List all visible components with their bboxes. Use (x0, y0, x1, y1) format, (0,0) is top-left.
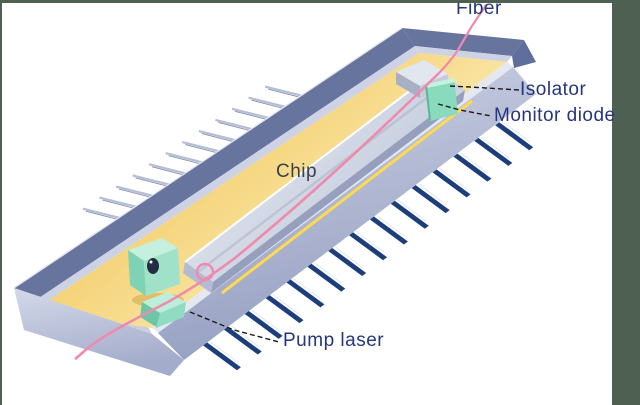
pin (390, 200, 429, 229)
package-rim-left (14, 28, 415, 306)
pin (231, 107, 269, 119)
package-wall-near (14, 288, 184, 376)
gold-track-line (221, 99, 473, 295)
pin (307, 263, 346, 292)
lens-block (128, 238, 180, 296)
pin (369, 216, 408, 245)
page-edge-top (0, 0, 640, 3)
chip-stripe (197, 79, 451, 273)
chip-right-face (211, 90, 465, 293)
pin (272, 293, 301, 316)
pin (480, 136, 510, 159)
monitor-diode-block (425, 78, 458, 121)
label-fiber: Fiber (456, 0, 502, 19)
isolator-leader-line (449, 85, 520, 91)
pin (439, 167, 468, 190)
pin (185, 144, 217, 154)
rim-edge-highlight (13, 27, 403, 289)
pin (313, 262, 343, 285)
pin (334, 246, 364, 269)
pin (152, 166, 184, 176)
pin (251, 99, 283, 109)
pin (251, 309, 281, 332)
pin (355, 230, 385, 253)
pin (460, 152, 489, 175)
pin (135, 177, 167, 187)
fiber-exit-top (436, 3, 488, 76)
monitor-diode-leader-line (437, 103, 492, 117)
pin (397, 199, 427, 222)
pin (495, 122, 534, 151)
label-isolator: Isolator (520, 79, 587, 100)
pin (202, 342, 241, 371)
fiber-path (64, 3, 488, 370)
pin (432, 169, 471, 198)
pin (148, 163, 186, 175)
pin (215, 118, 252, 130)
pin (293, 277, 322, 300)
pin (168, 155, 200, 165)
chip-shape (183, 69, 473, 295)
package-wall-right (158, 67, 536, 360)
pin (234, 110, 267, 120)
pins-right (202, 120, 534, 371)
pin (248, 96, 285, 108)
pin (201, 133, 233, 142)
pin (118, 188, 151, 198)
pin (453, 153, 492, 182)
pins-left (82, 85, 302, 220)
pin (198, 129, 236, 142)
pin (376, 215, 406, 238)
pin (474, 137, 513, 166)
pin (182, 141, 219, 153)
pin (501, 120, 531, 143)
package-far-corner (512, 40, 536, 68)
pin (132, 174, 169, 186)
inner-wall-far (415, 46, 512, 62)
pin (115, 185, 153, 197)
pin (268, 88, 300, 98)
page-edge-left (0, 0, 2, 405)
pin (82, 207, 120, 219)
pin (328, 247, 367, 276)
pin (85, 210, 117, 220)
pin (99, 196, 136, 208)
fiber-tip (64, 358, 76, 370)
pin (218, 121, 250, 131)
pin (418, 183, 448, 206)
pin (230, 325, 260, 348)
label-monitor-diode: Monitor diode (494, 105, 616, 126)
pin (102, 199, 134, 209)
chip-edge-highlight (184, 69, 438, 263)
label-pump-laser: Pump laser (283, 330, 385, 351)
fiber-loop (195, 262, 215, 282)
pin (244, 310, 283, 339)
pin (286, 279, 325, 308)
pin (265, 295, 304, 324)
leader-lines (189, 85, 520, 343)
pin (349, 232, 388, 261)
inner-wall-left (27, 46, 419, 311)
pin (223, 326, 262, 355)
label-chip: Chip (276, 161, 318, 182)
pin (264, 85, 302, 97)
pin (165, 152, 202, 164)
page-edge-right-band (612, 0, 640, 405)
pin (209, 340, 239, 363)
pin (411, 185, 450, 214)
lens-aperture (147, 258, 159, 274)
